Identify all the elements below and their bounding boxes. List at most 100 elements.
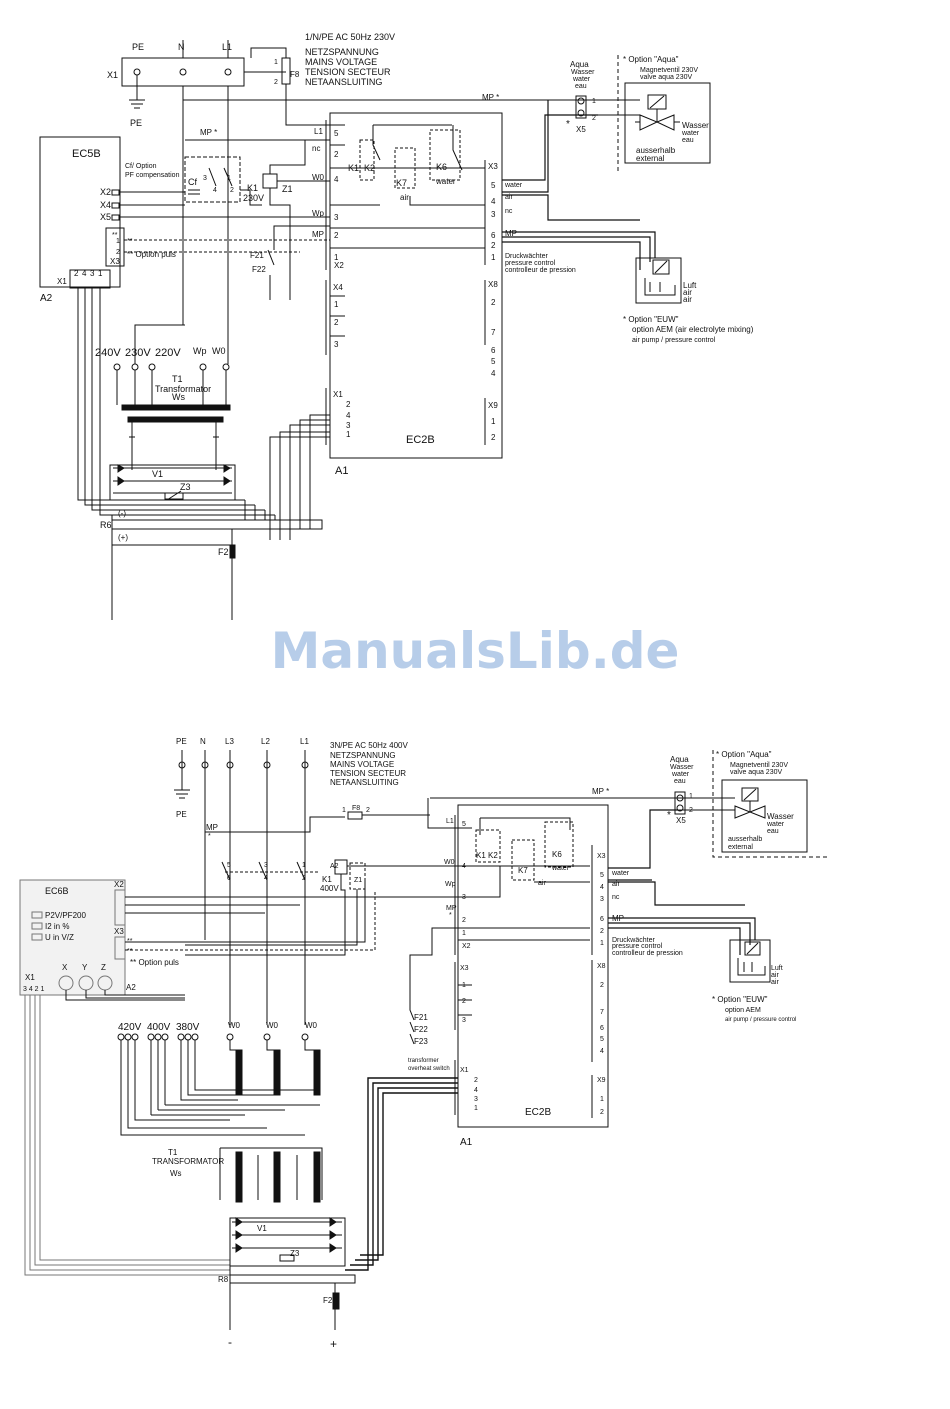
d2-x5-label: X5 — [676, 816, 686, 825]
d1-ws-label: Ws — [172, 392, 185, 402]
svg-text:X9: X9 — [597, 1077, 606, 1084]
d1-x5-label: X5 — [576, 125, 586, 134]
d1-f22-label: F22 — [252, 265, 266, 274]
d1-diode-icons — [117, 464, 231, 486]
svg-text:3: 3 — [474, 1096, 478, 1103]
svg-text:5: 5 — [600, 872, 604, 879]
d2-opt-aqua-1: Magnetventil 230V — [730, 762, 788, 769]
d2-x2-label: X2 — [114, 880, 124, 889]
d2-f23-label: F23 — [414, 1037, 428, 1046]
d1-v1-label: V1 — [152, 469, 163, 479]
d1-tap-240 — [113, 363, 121, 371]
d2-fuse-f8 — [347, 811, 363, 820]
svg-text:5: 5 — [491, 181, 496, 190]
svg-text:X2: X2 — [462, 943, 471, 950]
d1-supply-text: 1/N/PE AC 50Hz 230V NETZSPANNUNG MAINS V… — [305, 32, 395, 87]
svg-text:Aqua: Aqua — [570, 60, 589, 69]
d1-aqua-text: Aqua Wasser water eau — [570, 60, 595, 90]
svg-text:X8: X8 — [488, 280, 498, 289]
svg-text:3: 3 — [600, 896, 604, 903]
svg-text:4: 4 — [600, 1048, 604, 1055]
d2-relay-k1: K1 — [476, 851, 486, 860]
svg-text:4: 4 — [334, 175, 339, 184]
d1-cf-text2: PF compensation — [125, 172, 180, 179]
d1-term-n: N — [178, 42, 185, 52]
svg-text:Wasser: Wasser — [670, 764, 694, 771]
d2-ec6b-wires — [125, 878, 458, 943]
d2-k1-wires — [185, 865, 458, 956]
svg-text:2: 2 — [334, 318, 339, 327]
d2-top-terms: PE N L3 L2 L1 — [176, 737, 309, 746]
d1-pump-icon — [644, 260, 676, 296]
d2-right-nc: nc — [612, 894, 620, 901]
d1-wasser-1: Wasser — [682, 121, 709, 130]
d1-ec2b-board — [329, 112, 503, 459]
d2-w0-1: W0 — [228, 1021, 241, 1030]
d1-opt-aqua-2: valve aqua 230V — [640, 74, 692, 81]
svg-text:7: 7 — [600, 1009, 604, 1016]
d1-ec2b-left-pins: L1 5 nc 2 W0 4 Wp 3 MP 2 1 X2 X4 1 2 3 X… — [312, 127, 351, 439]
d1-secondary-leads — [129, 422, 219, 470]
d1-term-n-screw — [179, 68, 187, 76]
d1-r6-label: R6 — [100, 520, 112, 530]
svg-text:MAINS VOLTAGE: MAINS VOLTAGE — [330, 760, 394, 769]
d2-sense-wires — [345, 1077, 458, 1271]
svg-text:1: 1 — [462, 930, 466, 937]
d2-tap-wires — [120, 1040, 320, 1136]
d1-x2-label: X2 — [100, 187, 111, 197]
d1-tap-wires — [116, 100, 229, 405]
d2-t1-label: T1 — [168, 1148, 178, 1157]
d2-ec6b-line1: P2V/PF200 — [45, 911, 86, 920]
svg-text:5: 5 — [334, 129, 339, 138]
d2-k1v-label: 400V — [320, 884, 339, 893]
svg-text:MP: MP — [312, 230, 324, 239]
svg-text:230V: 230V — [125, 347, 151, 359]
d2-opt-euw-2: air pump / pressure control — [725, 1017, 796, 1023]
d1-x4-label: X4 — [100, 200, 111, 210]
svg-text:L3: L3 — [225, 737, 234, 746]
d2-overheat-2: overheat switch — [408, 1066, 450, 1072]
d1-fuse-f8 — [281, 57, 291, 85]
svg-text:4: 4 — [213, 187, 217, 194]
svg-text:PE: PE — [176, 737, 187, 746]
d2-phase-wires — [204, 750, 306, 1025]
d1-opt-aqua-title: * Option "Aqua" — [623, 55, 679, 64]
d2-ws-label: Ws — [170, 1169, 182, 1178]
d2-right-air: air — [612, 881, 620, 888]
d2-wasser-2: water — [766, 821, 785, 828]
svg-text:Wp: Wp — [445, 881, 456, 888]
svg-text:X9: X9 — [488, 401, 498, 410]
svg-text:X1: X1 — [460, 1067, 469, 1074]
svg-text:1: 1 — [600, 1096, 604, 1103]
d1-tap-w0 — [222, 363, 230, 371]
d1-x3-block — [105, 227, 125, 267]
d2-secondary-coil-1 — [235, 1151, 243, 1203]
d2-transformer-core — [219, 1147, 323, 1200]
d2-k6-box — [544, 821, 574, 868]
d2-pressure-3: controlleur de pression — [612, 950, 683, 957]
d2-option-wires — [608, 809, 756, 955]
d2-secondary-coil-2 — [273, 1151, 281, 1203]
d1-ec2b-right-pins: X3 5 4 3 6 2 1 X8 2 7 6 5 4 X9 1 2 — [488, 162, 498, 442]
d1-left-pin-stubs — [330, 124, 345, 337]
d2-opt-euw-title: * Option "EUW" — [712, 995, 768, 1004]
d2-ec6b-line3: U in V/Z — [45, 933, 74, 942]
d1-f2-label: F2 — [218, 547, 229, 557]
d2-k7-box — [511, 839, 535, 881]
d2-fuse-f2 — [332, 1292, 340, 1310]
svg-text:2: 2 — [462, 998, 466, 1005]
d1-relay-k7: K7 — [396, 178, 407, 188]
d2-relay-k2: K2 — [488, 851, 498, 860]
d2-pump-icon — [737, 942, 766, 976]
svg-text:1: 1 — [491, 253, 496, 262]
svg-text:4: 4 — [474, 1087, 478, 1094]
d1-t1-label: T1 — [172, 374, 183, 384]
d1-k1-wires — [269, 140, 330, 300]
svg-text:2: 2 — [230, 187, 234, 194]
d1-k1k2-box — [359, 139, 375, 181]
d2-solenoid-valve-icon — [734, 788, 766, 819]
svg-text:2: 2 — [474, 1077, 478, 1084]
svg-text:4: 4 — [346, 411, 351, 420]
d1-rectifier-v1 — [109, 464, 236, 501]
svg-text:*: * — [449, 912, 452, 919]
